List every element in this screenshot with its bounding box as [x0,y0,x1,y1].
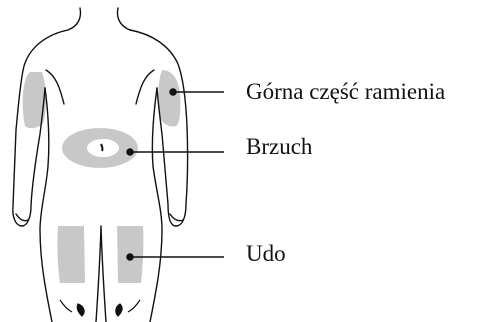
neck-right-line [118,8,131,30]
left-knee-shadow [77,304,84,316]
upper-arm-pointer-dot [170,89,176,95]
neck-left-line [68,8,81,30]
left-thigh-site [57,226,85,283]
right-knee-mark [128,300,140,312]
knee-details [60,300,140,316]
right-arm-outer [130,30,188,226]
right-upper-arm-site [158,70,180,127]
right-hand-detail [170,214,183,221]
inner-legs [96,226,106,322]
thigh-label: Udo [246,242,286,265]
right-knee-shadow [116,304,122,316]
left-hand-detail [16,214,28,221]
abdomen-pointer-dot [127,149,133,155]
thigh-pointer-dot [127,254,133,260]
upper-arm-label: Górna część ramienia [246,80,445,103]
abdomen-label: Brzuch [246,135,312,158]
right-chest-line [136,70,154,104]
left-knee-mark [60,300,72,312]
left-chest-line [46,70,64,104]
